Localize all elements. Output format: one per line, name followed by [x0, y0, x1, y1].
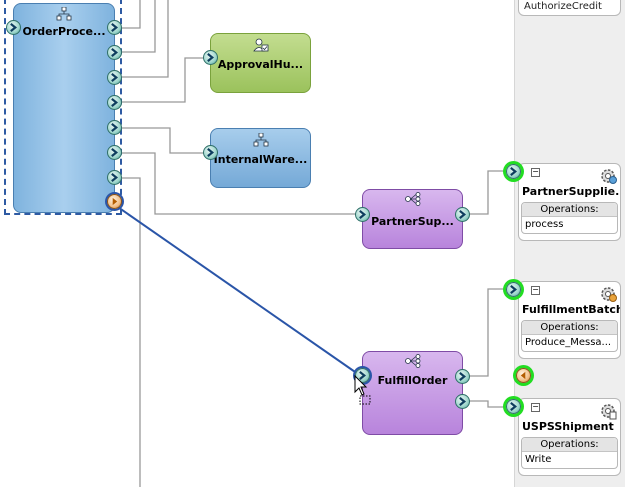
operation-item[interactable]: Produce_Messa...: [525, 337, 612, 348]
wire: [468, 170, 506, 215]
chevron-right-icon: [111, 173, 119, 182]
operation-item[interactable]: process: [525, 219, 564, 230]
mouse-cursor-icon: [354, 375, 371, 405]
chevron-right-icon: [459, 210, 467, 219]
wire: [122, 57, 207, 103]
file-adapter-gear-icon: [601, 404, 617, 420]
chevron-right-icon: [359, 210, 367, 219]
reference-port[interactable]: [107, 120, 122, 135]
reference-port[interactable]: [455, 369, 470, 384]
service-port[interactable]: [203, 50, 218, 65]
operations-box: Operations: Produce_Messa...: [521, 320, 618, 352]
bpel-component-internalwarehouse[interactable]: InternalWare...: [210, 128, 311, 188]
mediator-component-fulfillorder[interactable]: FulfillOrder: [362, 351, 463, 435]
web-service-gear-icon: [601, 169, 617, 184]
bpel-process-icon: [253, 133, 268, 147]
collapse-icon[interactable]: −: [531, 402, 540, 412]
callback-port[interactable]: [107, 194, 122, 209]
chevron-right-icon: [10, 23, 18, 32]
chevron-right-icon: [207, 53, 215, 62]
collapse-icon[interactable]: −: [531, 285, 540, 295]
chevron-right-icon: [359, 371, 367, 380]
wire: [122, 0, 141, 29]
operations-box: Operations: Write: [521, 437, 618, 469]
reference-port[interactable]: [107, 170, 122, 185]
chevron-right-icon: [510, 402, 518, 411]
reference-port[interactable]: [455, 394, 470, 409]
wire: [122, 177, 141, 487]
reference-port[interactable]: [455, 207, 470, 222]
component-label: OrderProce...: [22, 25, 106, 38]
operations-box: Operations: process: [521, 202, 618, 234]
reference-service-port[interactable]: [506, 399, 521, 414]
mediator-icon: [404, 354, 420, 368]
triangle-left-icon: [520, 371, 526, 380]
reference-service-port[interactable]: [506, 164, 521, 179]
chevron-right-icon: [111, 23, 119, 32]
reference-fulfillmentbatch[interactable]: − FulfillmentBatch Operations: Produce_M…: [518, 281, 621, 359]
chevron-right-icon: [459, 397, 467, 406]
service-port[interactable]: [355, 207, 370, 222]
service-port[interactable]: [6, 20, 21, 35]
jms-adapter-gear-icon: [601, 287, 617, 302]
wire: [122, 0, 169, 78]
chevron-right-icon: [459, 372, 467, 381]
service-port[interactable]: [203, 145, 218, 160]
wire: [122, 127, 207, 154]
selected-wire: [114, 204, 359, 375]
reference-title: FulfillmentBatch: [522, 303, 620, 316]
chevron-right-icon: [111, 98, 119, 107]
wire: [468, 400, 506, 408]
reference-title: AuthorizeCredit: [524, 1, 602, 12]
chevron-right-icon: [111, 123, 119, 132]
chevron-right-icon: [111, 48, 119, 57]
reference-port[interactable]: [107, 70, 122, 85]
bpel-component-orderprocessor[interactable]: OrderProce...: [13, 3, 115, 213]
operations-header: Operations:: [522, 203, 617, 217]
operations-header: Operations:: [522, 321, 617, 335]
bpel-process-icon: [56, 7, 72, 21]
wire: [122, 0, 156, 53]
reference-authorizecredit[interactable]: AuthorizeCredit: [518, 0, 621, 16]
component-label: ApprovalHu...: [217, 58, 304, 71]
chevron-right-icon: [111, 148, 119, 157]
reference-port[interactable]: [107, 20, 122, 35]
chevron-right-icon: [510, 285, 518, 294]
component-label: FulfillOrder: [377, 374, 448, 387]
operations-header: Operations:: [522, 438, 617, 452]
component-label: InternalWare...: [213, 153, 308, 166]
chevron-right-icon: [111, 73, 119, 82]
collapse-icon[interactable]: −: [531, 167, 540, 177]
chevron-right-icon: [207, 148, 215, 157]
human-task-icon: [252, 38, 268, 52]
reference-uspsshipment[interactable]: − USPSShipment Operations: Write: [518, 398, 621, 476]
reference-port[interactable]: [107, 45, 122, 60]
reference-port[interactable]: [107, 95, 122, 110]
reference-service-port[interactable]: [506, 282, 521, 297]
reference-title: PartnerSupplie...: [522, 185, 620, 198]
chevron-right-icon: [510, 167, 518, 176]
triangle-right-icon: [112, 197, 118, 206]
reference-callback-port[interactable]: [516, 368, 531, 383]
reference-partnersupplier[interactable]: − PartnerSupplie... Operations: process: [518, 163, 621, 241]
operation-item[interactable]: Write: [525, 454, 552, 465]
reference-title: USPSShipment: [522, 420, 614, 433]
human-task-component[interactable]: ApprovalHu...: [210, 33, 311, 93]
mediator-icon: [404, 192, 420, 206]
reference-port[interactable]: [107, 145, 122, 160]
wire: [468, 288, 506, 377]
wire: [122, 152, 357, 215]
component-label: PartnerSup...: [371, 215, 454, 228]
mediator-component-partnersupplier[interactable]: PartnerSup...: [362, 189, 463, 249]
